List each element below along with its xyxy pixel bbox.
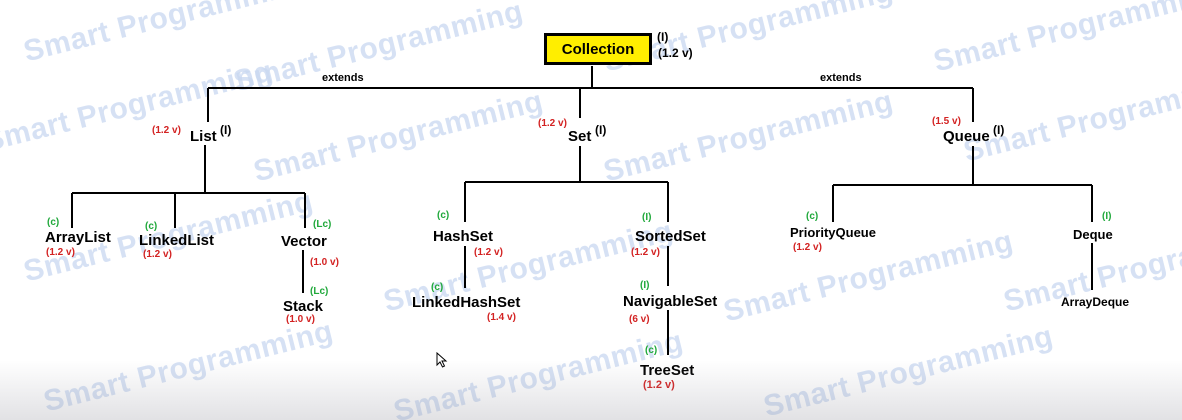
mouse-pointer-icon <box>436 352 448 368</box>
vector-node: Vector <box>281 233 327 250</box>
priorityqueue-node: PriorityQueue <box>790 225 876 240</box>
linkedlist-type-mark: (c) <box>145 221 158 232</box>
list-type-mark: (I) <box>220 123 232 137</box>
stack-node: Stack <box>283 298 324 315</box>
linkedhashset-node: LinkedHashSet <box>412 294 521 311</box>
collection-version: (1.2 v) <box>658 46 693 60</box>
treeset-type-mark: (c) <box>645 345 658 356</box>
vector-version: (1.0 v) <box>310 257 339 268</box>
collection-node: Collection <box>544 33 652 65</box>
deque-type-mark: (I) <box>1102 211 1112 222</box>
arraylist-node: ArrayList <box>45 229 111 246</box>
queue-node: Queue <box>943 128 990 145</box>
deque-node: Deque <box>1073 227 1113 242</box>
list-node: List <box>190 128 217 145</box>
navigableset-type-mark: (I) <box>640 280 650 291</box>
collection-type-mark: (I) <box>657 30 669 44</box>
treeset-version: (1.2 v) <box>643 379 675 391</box>
set-type-mark: (I) <box>595 123 607 137</box>
sortedset-node: SortedSet <box>635 228 706 245</box>
list-version: (1.2 v) <box>152 125 181 136</box>
set-version: (1.2 v) <box>538 118 567 129</box>
arraydeque-node: ArrayDeque <box>1061 295 1130 309</box>
hashset-node: HashSet <box>433 228 494 245</box>
arraylist-type-mark: (c) <box>47 217 60 228</box>
linkedhashset-version: (1.4 v) <box>487 312 516 323</box>
extends-label-right: extends <box>820 72 862 84</box>
sortedset-version: (1.2 v) <box>631 247 660 258</box>
hashset-type-mark: (c) <box>437 210 450 221</box>
stack-version: (1.0 v) <box>286 314 315 325</box>
sortedset-type-mark: (I) <box>642 212 652 223</box>
linkedlist-version: (1.2 v) <box>143 249 172 260</box>
collection-label: Collection <box>561 40 635 58</box>
queue-version: (1.5 v) <box>932 116 961 127</box>
linkedhashset-type-mark: (c) <box>431 282 444 293</box>
queue-type-mark: (I) <box>993 123 1005 137</box>
priorityqueue-type-mark: (c) <box>806 211 819 222</box>
hashset-version: (1.2 v) <box>474 247 503 258</box>
vector-type-mark: (Lc) <box>313 219 332 230</box>
arraylist-version: (1.2 v) <box>46 247 75 258</box>
extends-label-left: extends <box>322 72 364 84</box>
stack-type-mark: (Lc) <box>310 286 329 297</box>
navigableset-node: NavigableSet <box>623 293 718 310</box>
linkedlist-node: LinkedList <box>139 232 215 249</box>
priorityqueue-version: (1.2 v) <box>793 242 822 253</box>
treeset-node: TreeSet <box>640 362 695 379</box>
navigableset-version: (6 v) <box>629 314 650 325</box>
set-node: Set <box>568 128 592 145</box>
